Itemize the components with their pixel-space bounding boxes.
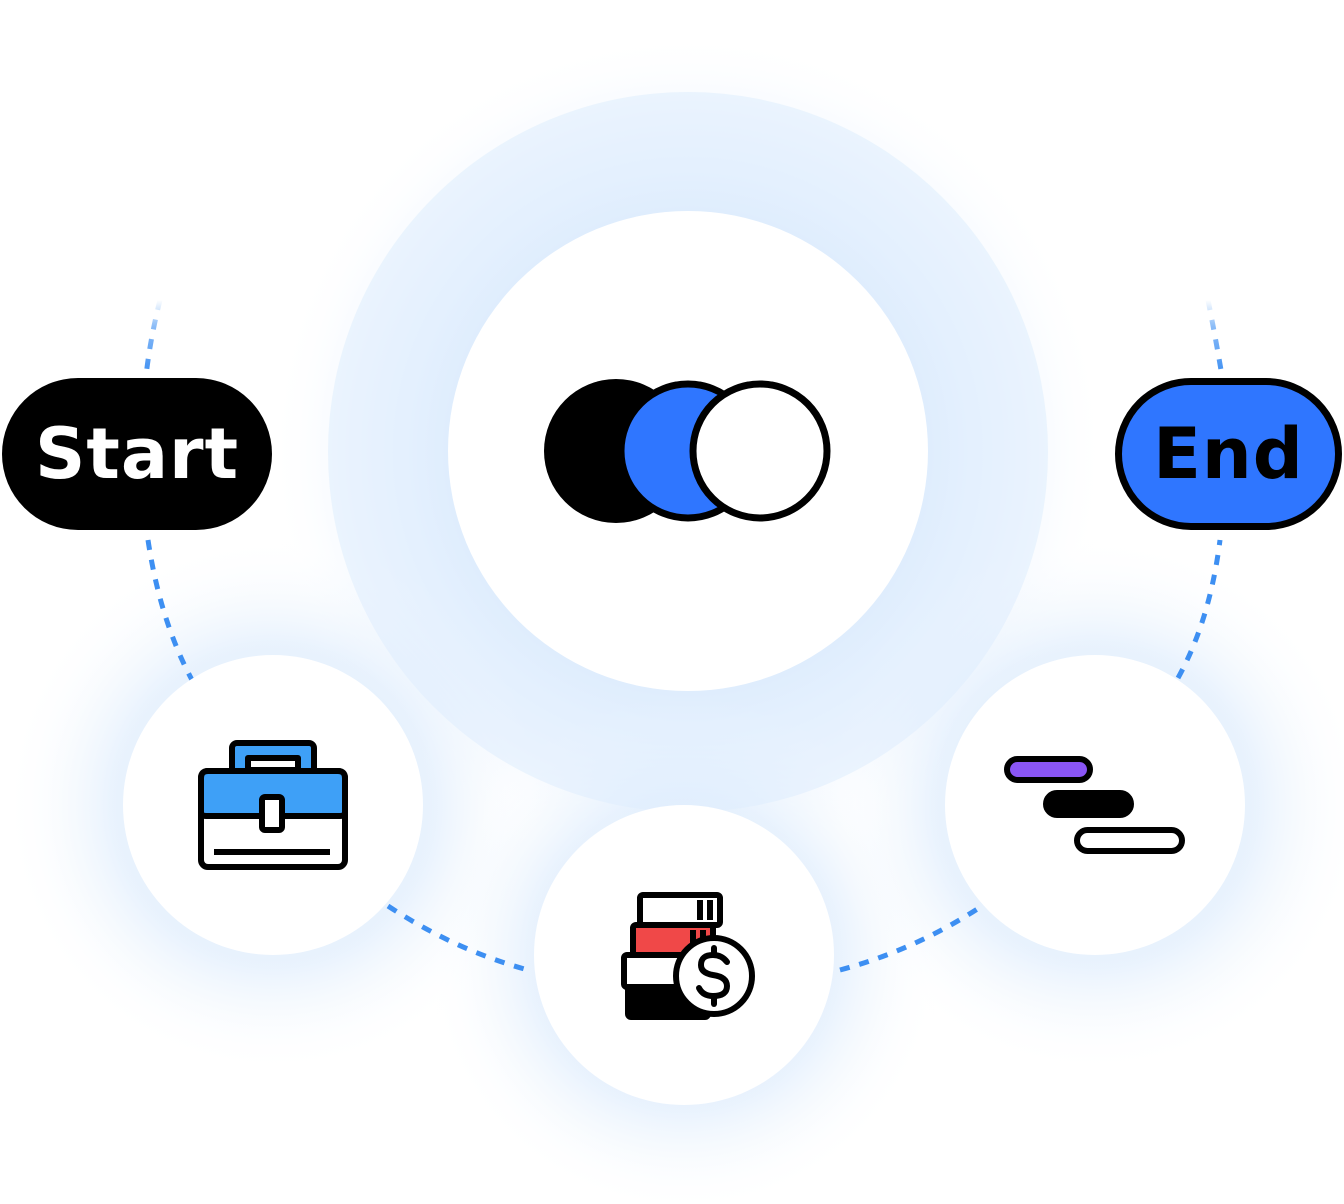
start-label: Start <box>34 413 240 495</box>
dashed-connector-start-top <box>143 299 163 377</box>
end-node: End <box>1115 378 1342 530</box>
briefcase-icon <box>198 740 348 870</box>
start-node: Start <box>2 378 272 530</box>
gantt-bars-icon <box>1004 756 1185 854</box>
money-stack-icon <box>621 892 755 1020</box>
end-label: End <box>1153 413 1304 495</box>
dashed-connector-end-top <box>1205 299 1225 377</box>
dashed-connector-gantt-end <box>1175 539 1223 680</box>
overlapping-circles-icon <box>544 379 831 523</box>
